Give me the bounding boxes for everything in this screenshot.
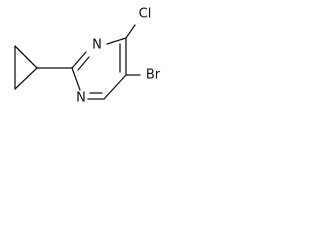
bond-c6-cl	[125, 24, 136, 39]
molecule-diagram: N N Cl Br	[14, 7, 161, 106]
bond-c5-c4	[103, 74, 127, 100]
bond-n3-c2	[71, 67, 81, 91]
bond-n1-c6	[106, 37, 127, 45]
atom-cl: Cl	[139, 7, 152, 22]
bond-cp-upper	[14, 45, 38, 69]
atom-n-top: N	[92, 38, 102, 53]
bond-c2-n1-double	[77, 56, 90, 71]
atom-br: Br	[146, 68, 161, 83]
cyclopropyl-ring	[14, 45, 38, 90]
bond-c2-n1	[71, 51, 87, 69]
atom-n-bottom: N	[76, 91, 86, 106]
bond-cp-lower	[14, 67, 38, 90]
pyrimidine-ring	[71, 37, 127, 100]
